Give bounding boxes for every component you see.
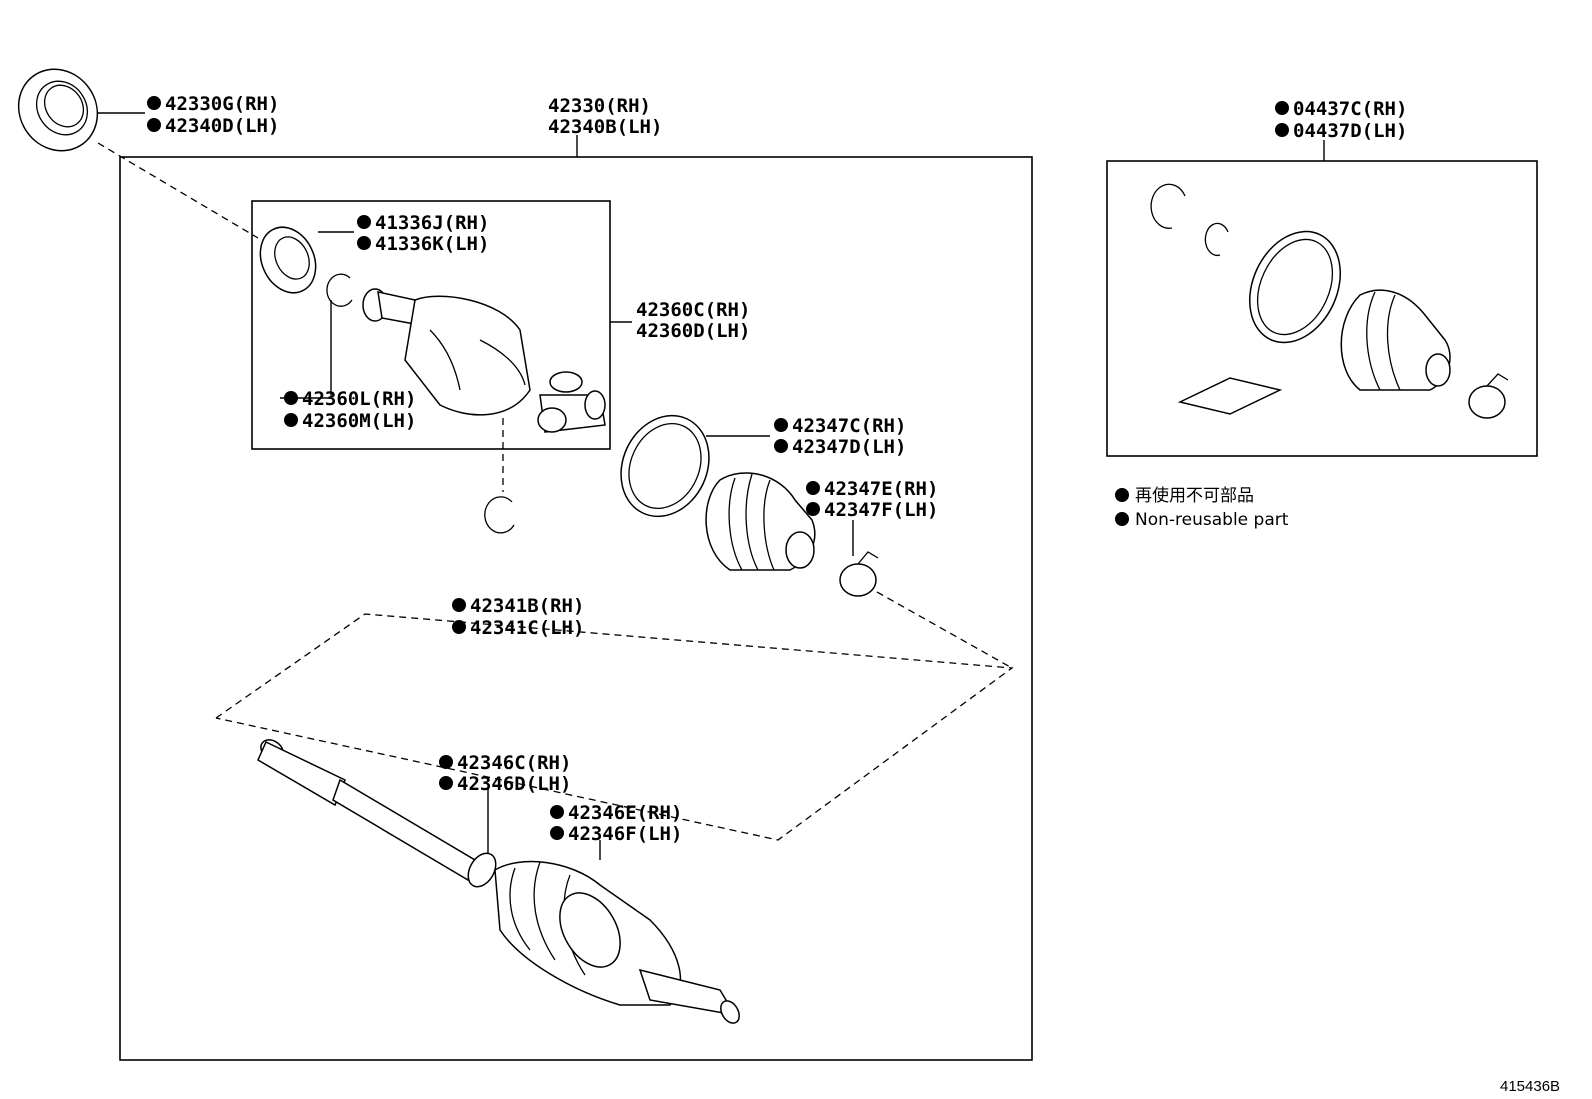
label-snap-ring-lh: 42341C(LH)	[470, 617, 584, 639]
legend-bullet-en	[1115, 512, 1129, 526]
label-inboard-seal[interactable]: 41336J(RH) 41336K(LH)	[357, 212, 489, 255]
oil-seal-part	[17, 68, 99, 152]
label-snap-ring[interactable]: 42341B(RH) 42341C(LH)	[452, 595, 584, 639]
label-oil-seal-lh: 42340D(LH)	[165, 115, 279, 137]
inboard-joint-frame	[251, 200, 611, 450]
label-boot-clamp-big[interactable]: 42347C(RH) 42347D(LH)	[774, 415, 906, 458]
figure-code: 415436B	[1500, 1078, 1560, 1095]
label-inboard-seal-lh: 41336K(LH)	[375, 233, 489, 255]
dashed-guides	[97, 142, 1014, 841]
label-boot-clamp-big-rh: 42347C(RH)	[792, 415, 906, 437]
inboard-boot-part	[705, 472, 816, 571]
small-clamp-part	[839, 551, 879, 597]
label-boot-kit-rh: 04437C(RH)	[1293, 98, 1407, 120]
label-shaft-assy[interactable]: 42330(RH) 42340B(LH)	[548, 95, 662, 138]
label-outboard-clamp-b[interactable]: 42346E(RH) 42346F(LH)	[550, 802, 682, 845]
inboard-joint-part	[362, 288, 531, 416]
label-shaft-assy-rh: 42330(RH)	[548, 95, 651, 117]
boot-kit-frame	[1106, 160, 1538, 457]
label-boot-kit[interactable]: 04437C(RH) 04437D(LH)	[1275, 98, 1407, 142]
label-inboard-snap-rh: 42360L(RH)	[302, 388, 416, 410]
shaft-assembly-frame	[119, 156, 1033, 1061]
label-boot-kit-lh: 04437D(LH)	[1293, 120, 1407, 142]
label-inboard-joint-lh: 42360D(LH)	[636, 320, 750, 342]
tripod-part	[537, 371, 606, 433]
leader-lines	[98, 112, 1325, 860]
label-oil-seal[interactable]: 42330G(RH) 42340D(LH)	[147, 93, 279, 137]
legend: 再使用不可部品 Non-reusable part	[1115, 485, 1289, 530]
label-outboard-clamp-b-lh: 42346F(LH)	[568, 823, 682, 845]
label-inboard-joint-rh: 42360C(RH)	[636, 299, 750, 321]
label-inboard-seal-rh: 41336J(RH)	[375, 212, 489, 234]
label-shaft-assy-lh: 42340B(LH)	[548, 116, 662, 138]
drive-shaft-part	[257, 739, 740, 1024]
snap-ring-part	[484, 496, 515, 534]
label-inboard-snap[interactable]: 42360L(RH) 42360M(LH)	[284, 388, 416, 432]
legend-english: Non-reusable part	[1135, 510, 1289, 530]
inboard-snap-ring-part	[326, 273, 353, 307]
label-outboard-clamp-a-lh: 42346D(LH)	[457, 773, 571, 795]
inboard-seal-part	[259, 226, 317, 294]
label-snap-ring-rh: 42341B(RH)	[470, 595, 584, 617]
label-outboard-clamp-b-rh: 42346E(RH)	[568, 802, 682, 824]
label-boot-clamp-small-lh: 42347F(LH)	[824, 499, 938, 521]
legend-bullet-jp	[1115, 488, 1129, 502]
label-boot-clamp-big-lh: 42347D(LH)	[792, 436, 906, 458]
label-boot-clamp-small-rh: 42347E(RH)	[824, 478, 938, 500]
label-outboard-clamp-a-rh: 42346C(RH)	[457, 752, 571, 774]
boot-band-part	[620, 414, 710, 518]
label-boot-clamp-small[interactable]: 42347E(RH) 42347F(LH)	[806, 478, 938, 521]
boot-kit-parts	[1150, 183, 1509, 419]
label-outboard-clamp-a[interactable]: 42346C(RH) 42346D(LH)	[439, 752, 571, 795]
legend-japanese: 再使用不可部品	[1135, 485, 1254, 506]
label-inboard-snap-lh: 42360M(LH)	[302, 410, 416, 432]
label-inboard-joint[interactable]: 42360C(RH) 42360D(LH)	[636, 299, 750, 342]
label-oil-seal-rh: 42330G(RH)	[165, 93, 279, 115]
